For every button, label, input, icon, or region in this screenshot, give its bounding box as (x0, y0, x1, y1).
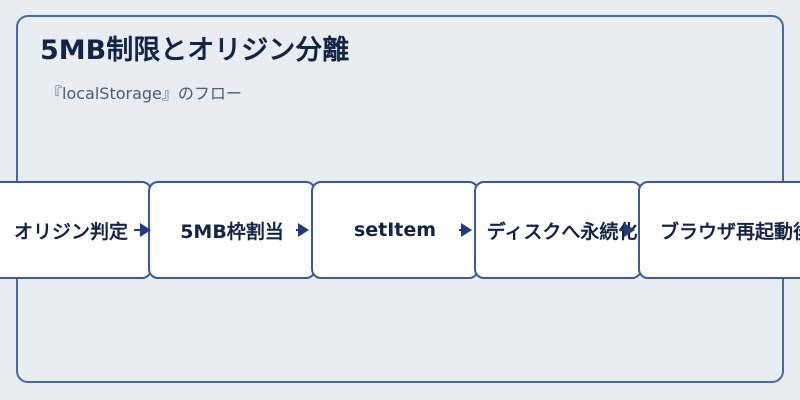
flow-node-label: オリジン判定 (13, 220, 128, 243)
flow-node-label: setItem (353, 219, 437, 241)
flow-arrow-icon (134, 223, 151, 237)
flow-node-label: 5MB枠割当 (180, 220, 284, 243)
diagram-title: 5MB制限とオリジン分離 (40, 35, 350, 66)
flow-arrow-icon (296, 223, 309, 237)
flow-node-browser-restart: ブラウザ再起動後 (638, 181, 800, 279)
flow-node-disk-persist: ディスクへ永続化 (474, 181, 642, 279)
flow-node-origin-check: オリジン判定 (0, 181, 152, 279)
flow-node-quota-allocation: 5MB枠割当 (148, 181, 316, 279)
diagram-subtitle: 『localStorage』のフロー (46, 84, 242, 103)
flow-arrow-icon (620, 223, 635, 237)
flow-arrow-icon (459, 223, 472, 237)
flow-node-setitem: setItem (311, 181, 479, 279)
flow-node-label: ブラウザ再起動後 (659, 220, 800, 243)
flow-node-label: ディスクへ永続化 (486, 220, 638, 243)
